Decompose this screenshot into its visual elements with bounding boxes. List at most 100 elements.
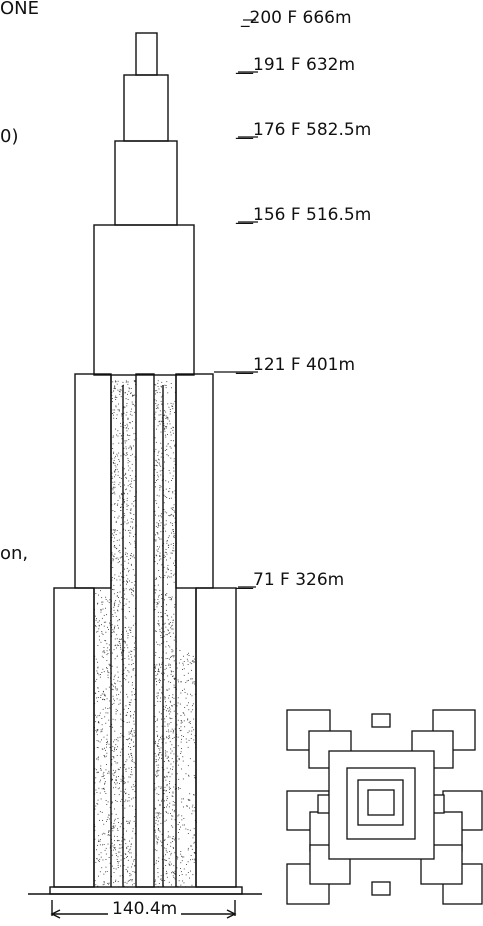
stipple-dot bbox=[164, 427, 165, 429]
stipple-dot bbox=[111, 665, 113, 667]
stipple-dot bbox=[119, 391, 121, 393]
stipple-dot bbox=[133, 514, 135, 515]
stipple-dot bbox=[154, 742, 156, 744]
stipple-dot bbox=[130, 630, 132, 631]
stipple-dot bbox=[121, 413, 123, 415]
stipple-dot bbox=[123, 736, 125, 738]
stipple-dot bbox=[120, 847, 122, 849]
stipple-dot bbox=[117, 818, 119, 819]
stipple-dot bbox=[130, 731, 132, 732]
stipple-dot bbox=[114, 387, 115, 389]
stipple-dot bbox=[159, 757, 160, 759]
stipple-dot bbox=[98, 620, 100, 622]
stipple-dot bbox=[105, 871, 106, 873]
stipple-dot bbox=[188, 679, 189, 681]
stipple-dot bbox=[115, 399, 117, 400]
stipple-dot bbox=[121, 775, 123, 777]
stipple-dot bbox=[155, 652, 157, 653]
stipple-dot bbox=[171, 598, 172, 600]
stipple-dot bbox=[157, 644, 159, 645]
stipple-dot bbox=[155, 411, 157, 413]
stipple-dot bbox=[102, 651, 104, 653]
stipple-dot bbox=[114, 627, 115, 628]
stipple-dot bbox=[127, 632, 129, 634]
stipple-dot bbox=[107, 834, 109, 836]
stipple-dot bbox=[158, 813, 160, 815]
stipple-dot bbox=[105, 607, 106, 609]
stipple-dot bbox=[129, 490, 131, 492]
stipple-dot bbox=[172, 731, 174, 732]
stipple-dot bbox=[159, 525, 161, 527]
stipple-dot bbox=[101, 693, 103, 695]
stipple-dot bbox=[174, 852, 176, 854]
stipple-dot bbox=[119, 875, 121, 877]
stipple-dot bbox=[157, 527, 159, 528]
stipple-dot bbox=[131, 403, 133, 405]
stipple-dot bbox=[118, 840, 120, 842]
stipple-dot bbox=[159, 470, 161, 472]
stipple-dot bbox=[157, 474, 159, 476]
core-column-center bbox=[135, 373, 155, 888]
stipple-dot bbox=[111, 759, 113, 760]
stipple-dot bbox=[99, 676, 101, 678]
stipple-dot bbox=[186, 805, 188, 806]
stipple-dot bbox=[169, 646, 171, 648]
stipple-dot bbox=[106, 742, 108, 744]
stipple-dot bbox=[171, 532, 172, 534]
stipple-dot bbox=[112, 443, 114, 445]
stipple-dot bbox=[103, 650, 105, 652]
stipple-dot bbox=[127, 581, 128, 583]
stipple-dot bbox=[174, 802, 176, 803]
stipple-dot bbox=[134, 456, 136, 458]
stipple-dot bbox=[118, 550, 120, 552]
stipple-dot bbox=[107, 600, 109, 602]
stipple-dot bbox=[124, 515, 126, 516]
stipple-dot bbox=[124, 858, 126, 860]
stipple-dot bbox=[116, 434, 117, 436]
stipple-dot bbox=[117, 503, 119, 505]
stipple-dot bbox=[170, 852, 172, 854]
stipple-dot bbox=[134, 500, 136, 501]
stipple-dot bbox=[191, 695, 193, 697]
stipple-dot bbox=[97, 697, 99, 698]
stipple-dot bbox=[174, 870, 176, 872]
stipple-dot bbox=[95, 730, 97, 731]
stipple-dot bbox=[155, 460, 157, 462]
stipple-dot bbox=[97, 630, 99, 632]
stipple-dot bbox=[133, 717, 134, 719]
stipple-dot bbox=[116, 414, 118, 416]
stipple-dot bbox=[192, 810, 194, 812]
stipple-dot bbox=[169, 861, 171, 863]
stipple-dot bbox=[103, 651, 105, 653]
stipple-dot bbox=[193, 718, 195, 720]
stipple-dot bbox=[123, 454, 125, 456]
stipple-dot bbox=[161, 479, 163, 481]
stipple-dot bbox=[119, 460, 120, 462]
stipple-dot bbox=[116, 859, 118, 860]
stipple-dot bbox=[128, 767, 130, 769]
stipple-dot bbox=[159, 489, 161, 491]
stipple-dot bbox=[115, 800, 117, 801]
stipple-dot bbox=[123, 885, 125, 887]
stipple-dot bbox=[120, 751, 122, 753]
stipple-dot bbox=[186, 741, 188, 743]
stipple-dot bbox=[94, 692, 96, 694]
stipple-dot bbox=[172, 801, 174, 802]
stipple-dot bbox=[157, 774, 159, 776]
stipple-dot bbox=[133, 714, 134, 716]
stipple-dot bbox=[169, 667, 171, 668]
stipple-dot bbox=[131, 837, 133, 839]
stipple-dot bbox=[154, 482, 156, 483]
stipple-dot bbox=[157, 799, 159, 801]
stipple-dot bbox=[157, 533, 159, 535]
stipple-dot bbox=[166, 381, 168, 383]
stipple-dot bbox=[117, 740, 119, 742]
stipple-dot bbox=[169, 622, 171, 623]
stipple-dot bbox=[178, 814, 180, 816]
stipple-dot bbox=[164, 622, 166, 624]
stipple-dot bbox=[113, 534, 115, 536]
stipple-dot bbox=[159, 682, 160, 683]
stipple-dot bbox=[116, 739, 118, 741]
stipple-dot bbox=[113, 529, 114, 531]
stipple-dot bbox=[123, 513, 125, 515]
